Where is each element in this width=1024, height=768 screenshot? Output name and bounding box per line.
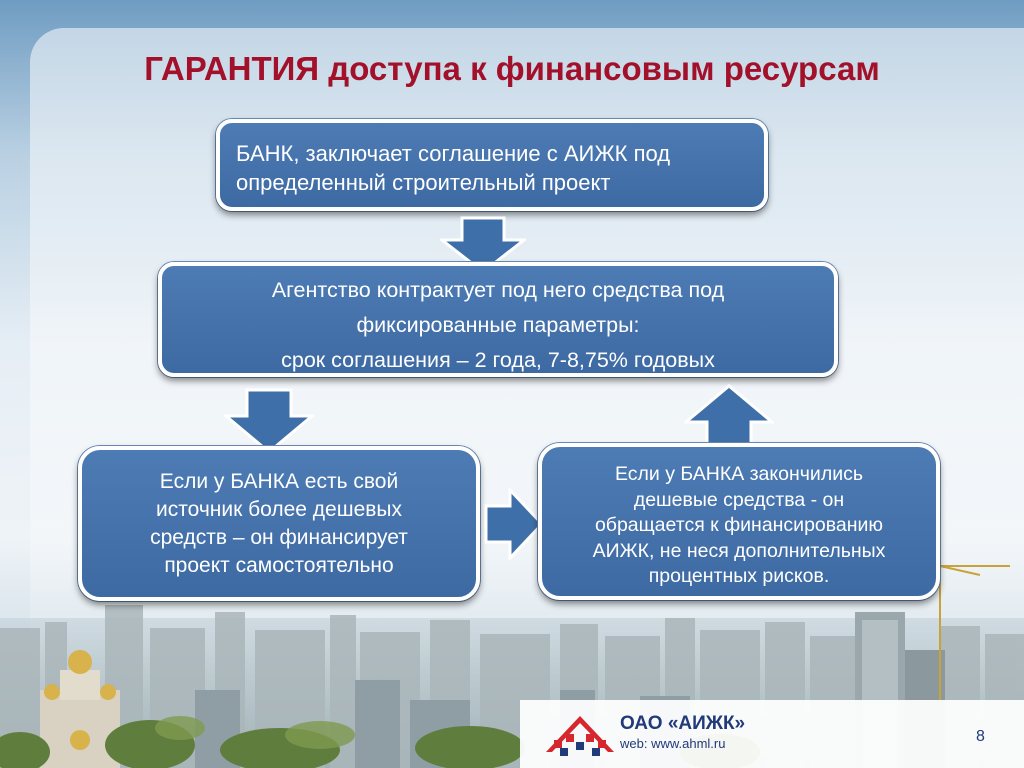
ahml-financing-line: процентных рисков. bbox=[648, 565, 830, 587]
ahml-financing-line: обращается к финансированию bbox=[594, 514, 884, 536]
bank-box-line: определенный строительный проект bbox=[236, 170, 611, 195]
ahml-financing-box: Если у БАНКА закончились дешевые средств… bbox=[538, 443, 940, 600]
ahml-financing-line: АИЖК, не неся дополнительных bbox=[592, 539, 886, 562]
agency-box-line: Агентство контрактует под него средства … bbox=[271, 278, 725, 302]
slide-title: ГАРАНТИЯ доступа к финансовым ресурсам bbox=[144, 50, 880, 87]
own-funding-box: Если у БАНКА есть свой источник более де… bbox=[78, 446, 480, 601]
company-website: web: www.ahml.ru bbox=[620, 736, 726, 751]
page-number: 8 bbox=[976, 728, 985, 745]
company-name: ОАО «АИЖК» bbox=[620, 713, 746, 734]
agency-box-line: срок соглашения – 2 года, 7-8,75% годовы… bbox=[281, 348, 715, 372]
ahml-logo-icon bbox=[546, 716, 614, 756]
bank-agreement-box: БАНК, заключает соглашение с АИЖК под оп… bbox=[216, 119, 768, 211]
agency-contract-box: Агентство контрактует под него средства … bbox=[158, 262, 838, 377]
own-funding-line: проект самостоятельно bbox=[164, 554, 394, 577]
arrow-right-icon bbox=[484, 488, 544, 560]
own-funding-line: Если у БАНКА есть свой bbox=[159, 470, 399, 493]
ahml-financing-line: Если у БАНКА закончились bbox=[614, 463, 863, 485]
ahml-financing-line: дешевые средства - он bbox=[633, 488, 845, 511]
arrow-up-icon bbox=[684, 384, 774, 450]
arrow-down-icon bbox=[224, 388, 314, 454]
agency-box-line: фиксированные параметры: bbox=[356, 313, 640, 337]
arrow-down-icon bbox=[440, 216, 526, 274]
own-funding-line: средств – он финансирует bbox=[150, 526, 408, 549]
bank-box-line: БАНК, заключает соглашение с АИЖК под bbox=[236, 141, 671, 166]
own-funding-line: источник более дешевых bbox=[155, 498, 403, 521]
